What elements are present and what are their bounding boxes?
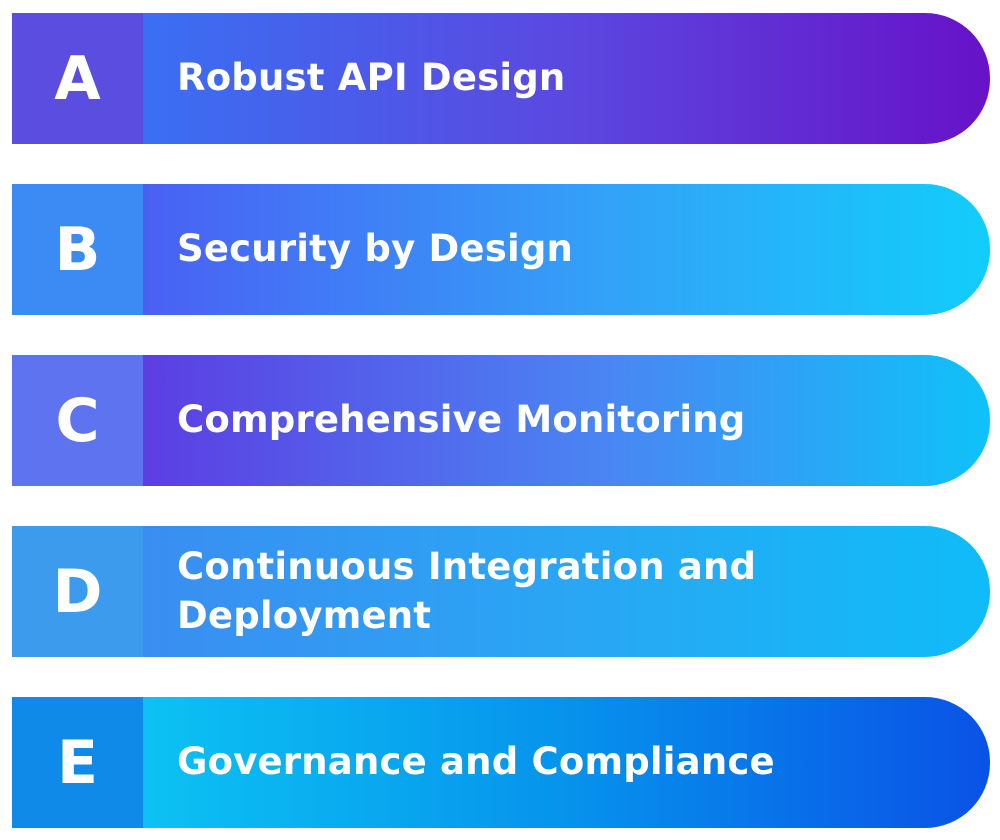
letter-c: C [55, 385, 100, 456]
letter-a: A [54, 43, 101, 114]
list-item-e: E Governance and Compliance [12, 697, 990, 828]
label-box-e: Governance and Compliance [143, 697, 990, 828]
label-b: Security by Design [177, 227, 574, 271]
label-e: Governance and Compliance [177, 740, 775, 784]
letter-badge-c: C [12, 355, 143, 486]
list-item-a: A Robust API Design [12, 13, 990, 144]
label-c: Comprehensive Monitoring [177, 398, 746, 442]
letter-d: D [52, 556, 103, 627]
label-d: Continuous Integration and Deployment [177, 544, 757, 637]
label-box-d: Continuous Integration and Deployment [143, 526, 990, 657]
label-a: Robust API Design [177, 56, 566, 100]
letter-badge-b: B [12, 184, 143, 315]
label-box-b: Security by Design [143, 184, 990, 315]
letter-b: B [54, 214, 101, 285]
letter-badge-e: E [12, 697, 143, 828]
letter-badge-d: D [12, 526, 143, 657]
letter-badge-a: A [12, 13, 143, 144]
label-box-a: Robust API Design [143, 13, 990, 144]
list-item-b: B Security by Design [12, 184, 990, 315]
list-item-c: C Comprehensive Monitoring [12, 355, 990, 486]
label-box-c: Comprehensive Monitoring [143, 355, 990, 486]
list-item-d: D Continuous Integration and Deployment [12, 526, 990, 657]
letter-e: E [57, 727, 98, 798]
